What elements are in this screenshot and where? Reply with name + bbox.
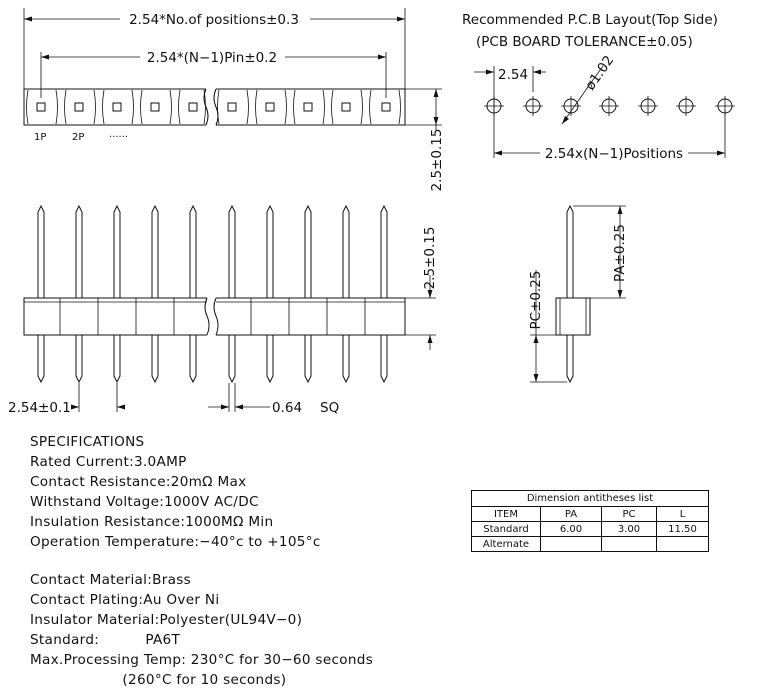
side-view: PA±0.25 PC±0.25	[528, 204, 628, 384]
table-row: Alternate	[471, 536, 709, 552]
spec-line: Insulation Resistance:1000MΩ Min	[30, 514, 274, 530]
pcb-hole-dim: ø1.02	[582, 53, 617, 94]
specifications-heading: SPECIFICATIONS	[30, 434, 145, 450]
pin-size-dim: 0.64	[272, 400, 302, 416]
overall-length-dim: 2.54*No.of positions±0.3	[129, 12, 299, 28]
pin-size-unit: SQ	[320, 400, 339, 416]
pcb-layout: Recommended P.C.B Layout(Top Side) (PCB …	[462, 12, 735, 162]
pin-pitch-dim: 2.54±0.1	[8, 400, 71, 416]
specifications-block: SPECIFICATIONS Rated Current:3.0AMP Cont…	[30, 432, 373, 690]
material-line: Contact Plating:Au Over Ni	[30, 592, 220, 608]
top-view: 2.54*No.of positions±0.3 2.54*(N−1)Pin±0…	[23, 8, 445, 192]
front-view: 2.5±0.15 2.54±0.1 0.64 SQ	[8, 204, 438, 416]
pa-dim: PA±0.25	[612, 224, 628, 282]
spec-line: Withstand Voltage:1000V AC/DC	[30, 494, 259, 510]
pcb-span-dim: 2.54x(N−1)Positions	[545, 146, 683, 162]
pcb-pitch-dim: 2.54	[498, 67, 528, 83]
spec-gap	[30, 552, 373, 570]
table-cell: Standard	[471, 521, 541, 537]
material-line: Max.Processing Temp: 230°C for 30−60 sec…	[30, 652, 374, 668]
table-row: Standard 6.00 3.00 11.50	[471, 521, 709, 537]
table-header: PA	[540, 506, 602, 522]
table-cell: 11.50	[656, 521, 709, 537]
body-height-dim: 2.5±0.15	[422, 227, 438, 290]
table-header: L	[656, 506, 709, 522]
spec-line: Operation Temperature:−40°c to +105°c	[30, 534, 321, 550]
material-line: (260°C for 10 seconds)	[30, 672, 287, 688]
material-line: Insulator Material:Polyester(UL94V−0)	[30, 612, 303, 628]
table-cell	[601, 536, 657, 552]
pcb-tolerance: (PCB BOARD TOLERANCE±0.05)	[476, 34, 693, 50]
pin-continuation-dots: ......	[109, 129, 128, 140]
table-cell: Alternate	[471, 536, 541, 552]
material-line: Contact Material:Brass	[30, 572, 192, 588]
pin-1-label: 1P	[34, 132, 46, 143]
table-cell: 3.00	[601, 521, 657, 537]
pcb-holes	[484, 96, 735, 116]
table-header-row: ITEM PA PC L	[471, 506, 709, 522]
table-caption: Dimension antitheses list	[471, 490, 709, 507]
spec-line: Contact Resistance:20mΩ Max	[30, 474, 247, 490]
pin-span-dim: 2.54*(N−1)Pin±0.2	[147, 50, 277, 66]
material-line: Standard: PA6T	[30, 632, 181, 648]
body-width-dim: 2.5±0.15	[429, 129, 445, 192]
spec-line: Rated Current:3.0AMP	[30, 454, 187, 470]
top-pin-cells	[26, 89, 401, 125]
front-pins	[37, 204, 388, 384]
pcb-layout-title: Recommended P.C.B Layout(Top Side)	[462, 12, 718, 28]
table-cell	[540, 536, 602, 552]
pin-2-label: 2P	[72, 132, 84, 143]
table-header: ITEM	[471, 506, 541, 522]
table-cell	[656, 536, 709, 552]
table-cell: 6.00	[540, 521, 602, 537]
dimension-table: Dimension antitheses list ITEM PA PC L S…	[471, 490, 709, 552]
front-body-dividers	[59, 298, 366, 335]
pc-dim: PC±0.25	[528, 271, 544, 330]
table-header: PC	[601, 506, 657, 522]
